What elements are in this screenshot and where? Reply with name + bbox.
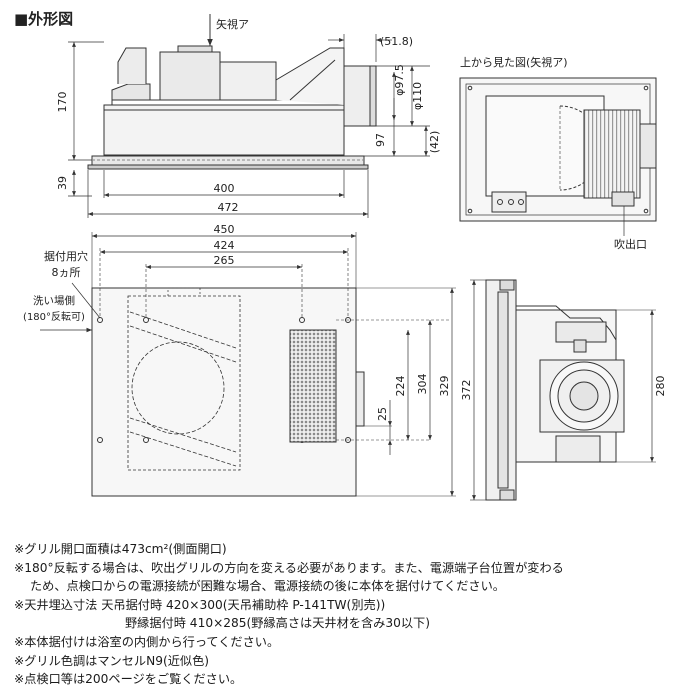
dim-offset: (51.8) [380, 35, 413, 48]
note-line: ※グリル色調はマンセルN9(近似色) [14, 653, 210, 668]
mount-holes-label: 据付用穴 [44, 249, 88, 263]
dim-bottom: 39 [56, 176, 69, 190]
note-line: ※天井埋込寸法 天吊据付時 420×300(天吊補助枠 P-141TW(別売)) [14, 597, 386, 612]
dim-424: 424 [214, 239, 235, 252]
wash-side-label: 洗い場側 [33, 294, 75, 307]
notes: ※グリル開口面積は473cm²(側面開口) ※180°反転する場合は、吹出グリル… [14, 540, 694, 689]
note-line: ※点検口等は200ページをご覧ください。 [14, 672, 243, 687]
outlet-label: 吹出口 [614, 237, 647, 251]
dim-224: 224 [394, 376, 407, 397]
note-line: ※180°反転する場合は、吹出グリルの方向を変える必要があります。また、電源端子… [14, 560, 564, 575]
heading: ■外形図 [14, 10, 73, 28]
dim-duct-center: 97 [374, 133, 387, 147]
dim-304: 304 [416, 374, 429, 395]
dim-25: 25 [376, 407, 389, 421]
side-view [68, 14, 430, 218]
dim-280: 280 [654, 376, 667, 397]
note-line: ため、点検口からの電源接続が困難な場合、電源接続の後に本体を据付けてください。 [30, 579, 505, 594]
top-view-title: 上から見た図(矢視ア) [460, 55, 568, 69]
dim-372: 372 [460, 380, 473, 401]
mount-holes-count: 8ヵ所 [52, 266, 81, 279]
top-view [459, 77, 657, 236]
dim-329: 329 [438, 376, 451, 397]
dim-265: 265 [214, 254, 235, 267]
dim-duct-inner: φ97.5 [393, 64, 406, 96]
note-line: ※グリル開口面積は473cm²(側面開口) [14, 542, 227, 556]
plan-view [40, 232, 456, 497]
dim-width-outer: 472 [218, 201, 239, 214]
arrow-label: 矢視ア [216, 17, 249, 31]
dim-duct-outer: φ110 [411, 82, 424, 110]
note-line: ※本体据付けは浴室の内側から行ってください。 [14, 634, 280, 649]
dim-width-inner: 400 [214, 182, 235, 195]
end-view [470, 279, 656, 501]
wash-side-note: (180°反転可) [23, 311, 85, 323]
dim-450: 450 [214, 223, 235, 236]
dim-height: 170 [56, 92, 69, 113]
note-line: 野縁据付時 410×285(野縁高さは天井材を含み30以下) [125, 616, 431, 631]
dim-duct-gap: (42) [428, 131, 441, 154]
